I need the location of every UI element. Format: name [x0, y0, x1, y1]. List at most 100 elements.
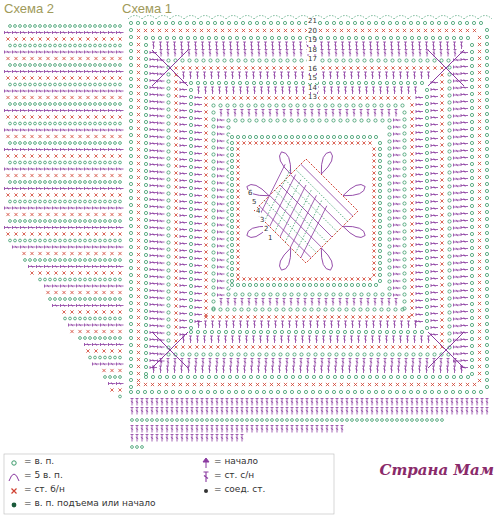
dc-symbol — [431, 277, 438, 280]
dc-symbol — [299, 366, 302, 373]
chain-symbol — [247, 104, 250, 107]
chain-symbol — [416, 390, 419, 393]
chain-symbol — [158, 36, 161, 39]
sc-symbol — [384, 66, 387, 69]
dc-symbol — [416, 208, 423, 211]
sc-symbol — [326, 383, 329, 386]
chain-symbol — [335, 353, 338, 356]
dc-symbol — [363, 50, 366, 57]
dc-symbol — [306, 366, 309, 373]
chain-symbol — [279, 59, 282, 62]
sc-symbol — [361, 383, 364, 386]
chain-symbol — [339, 21, 342, 24]
chain-symbol — [448, 115, 451, 118]
dc-symbol — [208, 42, 211, 49]
chain-symbol — [167, 290, 170, 293]
dc-symbol — [461, 275, 468, 278]
chain-symbol — [448, 136, 451, 139]
dc-symbol — [372, 321, 375, 328]
dc-symbol — [454, 178, 461, 181]
dc-symbol — [406, 72, 409, 79]
dc-symbol — [394, 140, 401, 143]
dc-symbol — [246, 321, 249, 328]
dc-symbol — [195, 243, 202, 246]
chain-symbol — [485, 336, 488, 339]
dc-symbol — [243, 366, 246, 373]
sc-symbol — [393, 315, 396, 318]
sc-symbol — [478, 218, 481, 221]
sc-symbol — [204, 278, 207, 281]
chain-symbol — [396, 36, 399, 39]
chain-symbol — [167, 108, 170, 111]
chain-symbol — [325, 21, 328, 24]
dc-symbol — [211, 321, 214, 328]
chain-symbol — [268, 104, 271, 107]
sc-symbol — [235, 29, 238, 32]
chain-symbol — [485, 161, 488, 164]
dc-symbol — [158, 157, 165, 160]
dc-symbol — [416, 250, 423, 253]
dc-symbol — [348, 366, 351, 373]
sc-symbol — [478, 176, 481, 179]
chain-symbol — [212, 244, 215, 247]
dc-symbol — [386, 87, 389, 94]
sc-symbol — [179, 383, 182, 386]
chain-symbol — [129, 308, 132, 311]
dc-symbol — [288, 87, 291, 94]
chain-symbol — [425, 207, 428, 210]
sc-symbol — [214, 29, 217, 32]
dc-symbol — [431, 193, 438, 196]
sc-symbol — [193, 29, 196, 32]
chain-symbol — [189, 330, 192, 333]
sc-symbol — [386, 315, 389, 318]
chain-symbol — [430, 21, 433, 24]
chain-symbol — [224, 81, 227, 84]
sc-symbol — [365, 315, 368, 318]
chain-symbol — [403, 216, 406, 219]
dc-symbol — [180, 165, 187, 168]
sc-symbol — [200, 29, 203, 32]
chain-symbol — [426, 59, 429, 62]
chain-symbol — [470, 162, 473, 165]
dc-symbol — [180, 102, 187, 105]
sc-symbol — [204, 299, 207, 302]
sc-symbol — [188, 345, 191, 348]
chain-symbol — [416, 21, 419, 24]
sc-symbol — [174, 318, 177, 321]
chain-symbol — [318, 21, 321, 24]
dc-symbol — [461, 163, 468, 166]
sc-symbol — [137, 99, 140, 102]
dc-symbol — [447, 50, 450, 57]
dc-symbol — [416, 187, 423, 190]
dc-symbol — [150, 191, 157, 194]
chain-symbol — [189, 256, 192, 259]
sc-symbol — [440, 73, 443, 76]
sc-symbol — [337, 96, 340, 99]
dc-symbol — [245, 336, 248, 343]
sc-symbol — [326, 29, 329, 32]
chain-symbol — [380, 308, 383, 311]
sc-symbol — [478, 127, 481, 130]
sc-symbol — [288, 96, 291, 99]
dc-symbol — [180, 291, 187, 294]
sc-symbol — [333, 383, 336, 386]
sc-symbol — [174, 157, 177, 160]
chain-symbol — [129, 49, 132, 52]
dc-symbol — [286, 50, 289, 57]
sc-symbol — [137, 169, 140, 172]
dc-symbol — [454, 115, 461, 118]
sc-symbol — [440, 94, 443, 97]
sc-symbol — [370, 66, 373, 69]
chain-symbol — [470, 351, 473, 354]
chain-symbol — [144, 211, 147, 214]
dc-symbol — [180, 305, 187, 308]
chain-symbol — [261, 308, 264, 311]
sc-symbol — [137, 365, 140, 368]
chain-symbol — [470, 344, 473, 347]
dc-symbol — [461, 219, 468, 222]
chain-symbol — [425, 109, 428, 112]
dc-symbol — [453, 42, 456, 49]
chain-symbol — [228, 375, 231, 378]
dc-symbol — [180, 270, 187, 273]
